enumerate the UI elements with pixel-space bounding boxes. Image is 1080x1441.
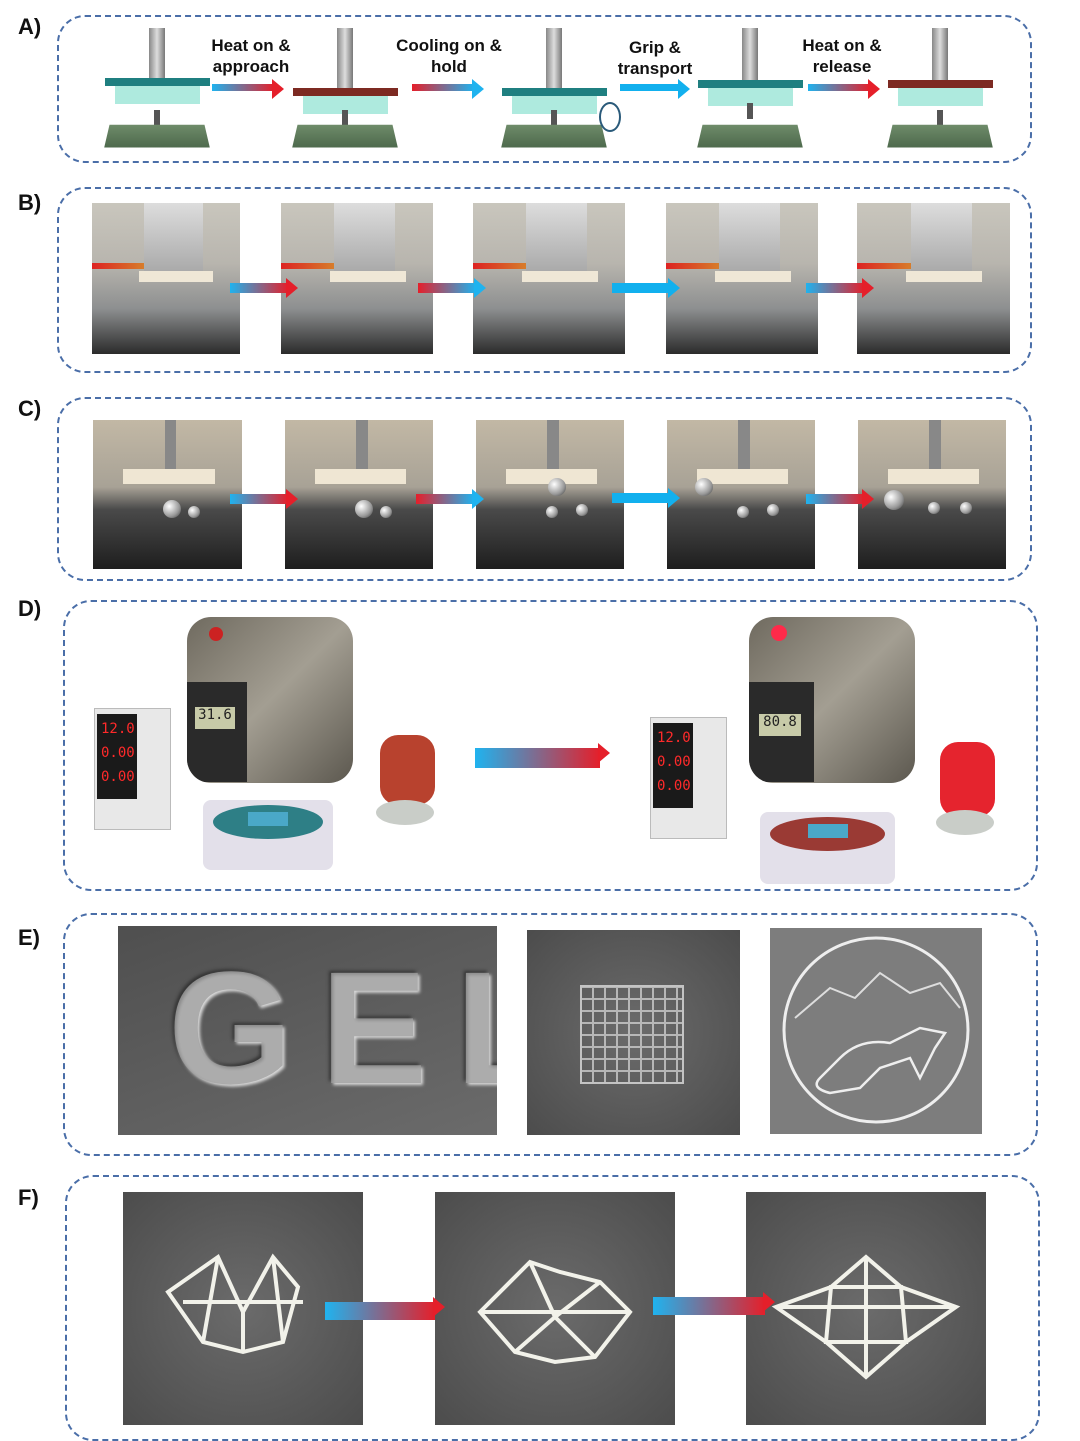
heat-arrow: [325, 1297, 445, 1320]
panel-f: [65, 1175, 1040, 1441]
rig-2: [292, 28, 398, 153]
cool-arrow: [418, 278, 486, 298]
fan-icon: [599, 102, 621, 132]
step-label-1: Heat on &approach: [211, 36, 291, 76]
panel-c: [57, 397, 1032, 581]
panel-d: [63, 600, 1038, 891]
cool-arrow: [416, 489, 484, 509]
current-display: 0.00: [101, 745, 135, 761]
indicator-light-icon: [209, 627, 223, 641]
thermometer-reading: 31.6: [195, 707, 235, 729]
lattice-photo: [527, 930, 740, 1135]
photo-b-3: [473, 203, 625, 354]
transport-arrow: [612, 488, 680, 508]
rig-1: [104, 28, 210, 153]
panel-label-d: D): [18, 596, 42, 621]
voltage-display: 12.0: [657, 730, 691, 746]
rig-3: [501, 28, 621, 153]
gel-word: GEL: [168, 938, 497, 1117]
panel-label-e: E): [18, 925, 40, 950]
transport-arrow: [620, 79, 690, 99]
thermometer-photo-before: 31.6: [187, 617, 353, 783]
lamp-off: [380, 735, 435, 805]
origami-photo-2: [435, 1192, 675, 1425]
photo-c-5: [858, 420, 1006, 569]
indicator-light-icon: [771, 625, 787, 641]
gel-letters-photo: GEL: [118, 926, 497, 1135]
panel-b: [57, 187, 1032, 373]
panel-e: [63, 913, 1038, 1156]
current-display: 0.00: [657, 754, 691, 770]
step-label-3: Grip &transport: [617, 38, 693, 78]
photo-b-1: [92, 203, 240, 354]
heat-arrow: [808, 79, 880, 99]
panel-label-b: B): [18, 190, 42, 215]
heat-arrow: [212, 79, 284, 99]
thermometer-reading: 80.8: [759, 714, 801, 736]
panel-label-a: A): [18, 14, 42, 39]
horse-emblem-drawing: [782, 936, 970, 1124]
heat-arrow: [806, 489, 874, 509]
heat-arrow: [230, 278, 298, 298]
heat-arrow: [806, 278, 874, 298]
step-label-4: Heat on &release: [802, 36, 882, 76]
heat-arrow: [475, 743, 610, 768]
photo-b-5: [857, 203, 1010, 354]
photo-c-2: [285, 420, 433, 569]
heat-arrow: [230, 489, 298, 509]
panel-a: [57, 15, 1032, 163]
photo-c-1: [93, 420, 242, 569]
photo-b-4: [666, 203, 818, 354]
panel-label-f: F): [18, 1185, 39, 1210]
origami-photo-3: [746, 1192, 986, 1425]
rig-4: [697, 28, 803, 153]
horse-emblem-photo: [770, 928, 982, 1134]
photo-b-2: [281, 203, 433, 354]
lamp-base: [936, 810, 994, 835]
lamp-on: [940, 742, 995, 817]
rig-5: [887, 28, 993, 153]
lattice-pattern: [580, 985, 684, 1084]
power-supply-before: 12.0 0.00 0.00: [94, 708, 171, 830]
photo-c-4: [667, 420, 815, 569]
lamp-base: [376, 800, 434, 825]
origami-photo-1: [123, 1192, 363, 1425]
photo-c-3: [476, 420, 624, 569]
voltage-display: 12.0: [101, 721, 135, 737]
power-display: 0.00: [101, 769, 135, 785]
power-supply-after: 12.0 0.00 0.00: [650, 717, 727, 839]
cool-arrow: [412, 79, 484, 99]
heat-arrow: [653, 1292, 775, 1315]
power-display: 0.00: [657, 778, 691, 794]
hot-plate-before: [203, 800, 333, 870]
hot-plate-after: [760, 812, 895, 884]
step-label-2: Cooling on &hold: [396, 36, 502, 76]
transport-arrow: [612, 278, 680, 298]
panel-label-c: C): [18, 396, 42, 421]
thermometer-photo-after: 80.8: [749, 617, 915, 783]
